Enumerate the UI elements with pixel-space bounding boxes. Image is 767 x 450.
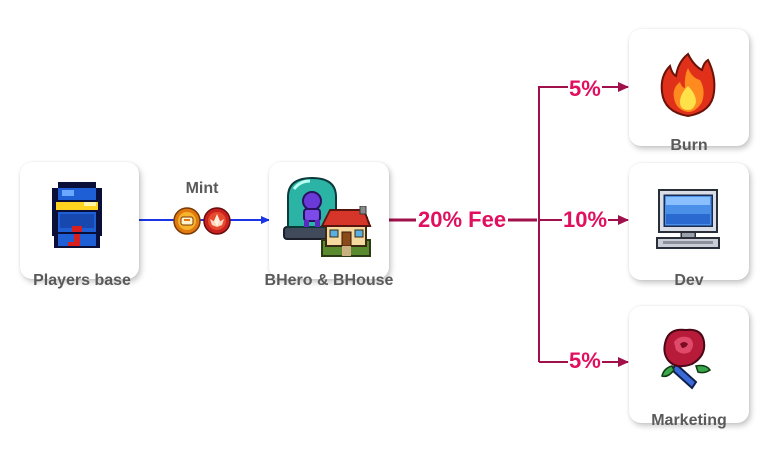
- burn-label: Burn: [670, 137, 708, 154]
- dev-label: Dev: [674, 272, 704, 289]
- bhero-label: BHero & BHouse: [264, 272, 394, 289]
- fire-icon: [660, 52, 716, 118]
- marketing-pct-label: 5%: [568, 348, 602, 374]
- computer-icon: [656, 189, 720, 249]
- burn-pct-label: 5%: [568, 76, 602, 102]
- fee-label: 20% Fee: [416, 207, 509, 233]
- house-icon: [320, 206, 372, 257]
- marketing-label: Marketing: [651, 412, 727, 429]
- dev-pct-label: 10%: [562, 207, 609, 233]
- lotus-token-icon: [203, 207, 231, 235]
- pixel-robot-icon: [52, 182, 102, 248]
- players-label: Players base: [33, 272, 131, 289]
- rose-icon: [661, 328, 712, 390]
- mint-label: Mint: [185, 180, 219, 197]
- coin-token-icon: [173, 207, 201, 235]
